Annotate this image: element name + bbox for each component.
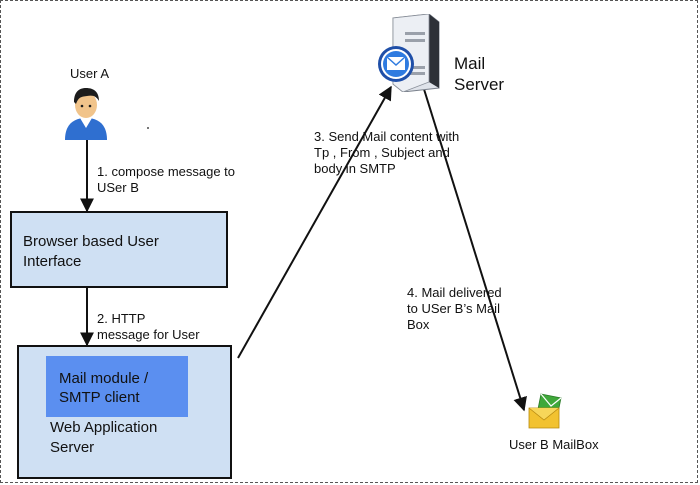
mail-module-label: Mail module / SMTP client bbox=[59, 370, 149, 406]
stray-mark bbox=[147, 127, 149, 129]
step-4-label: 4. Mail delivered to USer B’s Mail Box bbox=[407, 285, 502, 332]
web-app-server-box: Mail module / SMTP client Web Applicatio… bbox=[17, 345, 232, 479]
step-2-label: 2. HTTP message for User B bbox=[97, 311, 200, 358]
user-icon bbox=[65, 88, 107, 140]
user-b-mailbox-label: User B MailBox bbox=[509, 437, 599, 452]
step-3-label: 3. Send Mail content with Tp , From , Su… bbox=[314, 129, 460, 176]
mail-server-label: Mail Server bbox=[454, 54, 505, 94]
web-app-server-label: Web Application Server bbox=[50, 419, 158, 456]
mail-module-box: Mail module / SMTP client bbox=[46, 356, 188, 417]
browser-ui-label: Browser based User Interface bbox=[23, 233, 159, 270]
arrow-webapp-to-mailserver bbox=[237, 85, 392, 359]
user-a-label: User A bbox=[70, 66, 110, 81]
arrow-mailserver-to-mailbox bbox=[422, 85, 527, 412]
mailbox-icon bbox=[528, 393, 562, 429]
mail-server-icon bbox=[378, 14, 440, 92]
browser-ui-box: Browser based User Interface bbox=[10, 211, 228, 288]
step-1-label: 1. compose message to USer B bbox=[97, 164, 236, 195]
